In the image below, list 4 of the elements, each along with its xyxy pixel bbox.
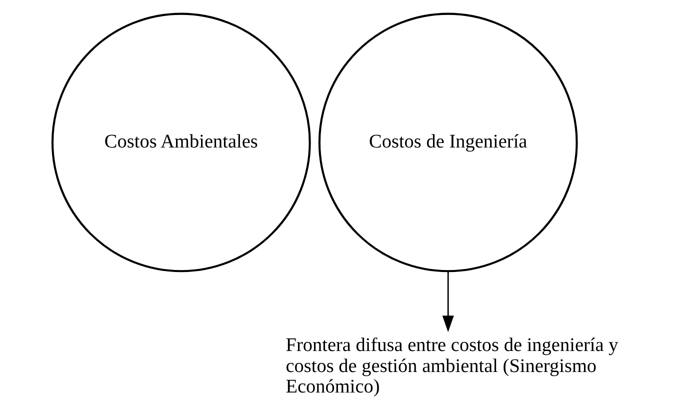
node-circle: Costos Ambientales — [50, 12, 310, 272]
arrow — [442, 271, 454, 332]
node-text: Frontera difusa entre costos de ingeniería y costos de gestión ambiental (Sinergismo Económico) — [285, 335, 618, 398]
node-circle: Costos de Ingeniería — [318, 12, 578, 272]
